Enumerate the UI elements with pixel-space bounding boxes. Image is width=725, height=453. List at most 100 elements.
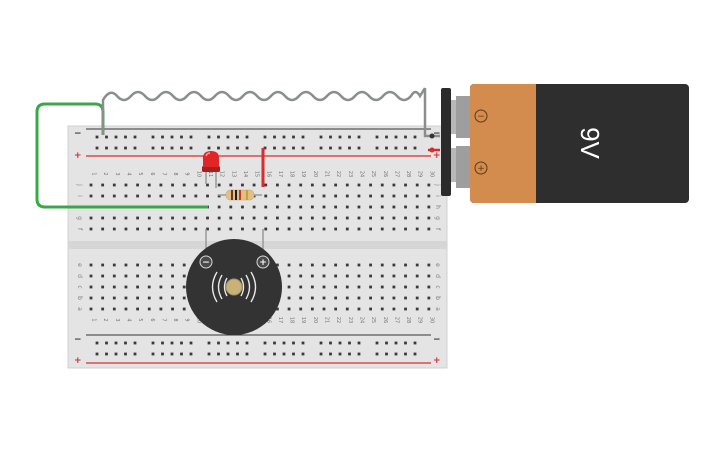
rail-hole[interactable] — [114, 146, 118, 150]
breadboard-hole[interactable] — [147, 216, 151, 220]
breadboard-hole[interactable] — [136, 216, 139, 220]
rail-hole[interactable] — [404, 341, 407, 345]
rail-hole[interactable] — [151, 135, 155, 139]
battery-negative-lead[interactable] — [101, 87, 427, 135]
rail-hole[interactable] — [217, 352, 220, 356]
breadboard-hole[interactable] — [415, 307, 419, 311]
rail-hole[interactable] — [404, 352, 407, 356]
breadboard-hole[interactable] — [194, 194, 198, 198]
breadboard-hole[interactable] — [357, 274, 361, 278]
breadboard-hole[interactable] — [124, 274, 128, 278]
rail-hole[interactable] — [207, 135, 211, 139]
breadboard-hole[interactable] — [357, 216, 361, 220]
breadboard-hole[interactable] — [310, 183, 314, 187]
rail-hole[interactable] — [273, 146, 276, 150]
rail-hole[interactable] — [282, 135, 286, 139]
breadboard-hole[interactable] — [136, 307, 139, 311]
breadboard-hole[interactable] — [322, 227, 326, 231]
breadboard-hole[interactable] — [182, 194, 186, 198]
breadboard-hole[interactable] — [404, 274, 407, 278]
breadboard-hole[interactable] — [89, 227, 93, 231]
breadboard-hole[interactable] — [334, 216, 338, 220]
rail-hole[interactable] — [375, 146, 379, 150]
rail-hole[interactable] — [348, 135, 351, 139]
breadboard-hole[interactable] — [287, 307, 291, 311]
breadboard-hole[interactable] — [392, 263, 396, 267]
breadboard-hole[interactable] — [427, 263, 431, 267]
breadboard-hole[interactable] — [159, 263, 163, 267]
breadboard-hole[interactable] — [299, 307, 303, 311]
breadboard-hole[interactable] — [427, 205, 431, 209]
rail-hole[interactable] — [180, 135, 183, 139]
breadboard-hole[interactable] — [334, 274, 338, 278]
breadboard-hole[interactable] — [369, 205, 372, 209]
rail-hole[interactable] — [357, 146, 361, 150]
breadboard-hole[interactable] — [322, 285, 326, 289]
rail-hole[interactable] — [95, 135, 99, 139]
rail-hole[interactable] — [245, 135, 249, 139]
rail-hole[interactable] — [236, 146, 239, 150]
breadboard-hole[interactable] — [427, 285, 431, 289]
breadboard-hole[interactable] — [124, 263, 128, 267]
breadboard-hole[interactable] — [147, 274, 151, 278]
rail-hole[interactable] — [105, 135, 108, 139]
rail-hole[interactable] — [329, 352, 332, 356]
rail-hole[interactable] — [404, 135, 407, 139]
breadboard-hole[interactable] — [287, 296, 291, 300]
breadboard-hole[interactable] — [334, 296, 338, 300]
breadboard-hole[interactable] — [112, 274, 116, 278]
breadboard-hole[interactable] — [276, 183, 279, 187]
rail-hole[interactable] — [319, 146, 323, 150]
breadboard-hole[interactable] — [89, 274, 93, 278]
breadboard-hole[interactable] — [182, 296, 186, 300]
breadboard-hole[interactable] — [415, 296, 419, 300]
breadboard-hole[interactable] — [392, 183, 396, 187]
rail-hole[interactable] — [301, 146, 305, 150]
breadboard-hole[interactable] — [159, 307, 163, 311]
breadboard-hole[interactable] — [415, 216, 419, 220]
rail-hole[interactable] — [161, 352, 164, 356]
rail-hole[interactable] — [319, 135, 323, 139]
breadboard-hole[interactable] — [415, 285, 419, 289]
rail-hole[interactable] — [413, 146, 417, 150]
breadboard-hole[interactable] — [101, 216, 105, 220]
breadboard-hole[interactable] — [112, 194, 116, 198]
breadboard-hole[interactable] — [404, 216, 407, 220]
rail-hole[interactable] — [217, 135, 220, 139]
breadboard-hole[interactable] — [310, 194, 314, 198]
breadboard-hole[interactable] — [287, 274, 291, 278]
breadboard-hole[interactable] — [357, 296, 361, 300]
rail-hole[interactable] — [217, 341, 220, 345]
breadboard-hole[interactable] — [287, 216, 291, 220]
breadboard-hole[interactable] — [357, 183, 361, 187]
breadboard-hole[interactable] — [415, 205, 419, 209]
breadboard-hole[interactable] — [147, 307, 151, 311]
breadboard-hole[interactable] — [171, 227, 174, 231]
rail-hole[interactable] — [207, 146, 211, 150]
breadboard-hole[interactable] — [322, 183, 326, 187]
breadboard-hole[interactable] — [147, 296, 151, 300]
breadboard-hole[interactable] — [369, 183, 372, 187]
breadboard-hole[interactable] — [217, 194, 221, 198]
breadboard-hole[interactable] — [322, 274, 326, 278]
breadboard-hole[interactable] — [287, 205, 291, 209]
breadboard-hole[interactable] — [124, 285, 128, 289]
breadboard-hole[interactable] — [380, 183, 384, 187]
breadboard-hole[interactable] — [89, 216, 93, 220]
breadboard-hole[interactable] — [380, 285, 384, 289]
rail-hole[interactable] — [207, 352, 211, 356]
breadboard-hole[interactable] — [241, 205, 244, 209]
breadboard-hole[interactable] — [124, 216, 128, 220]
breadboard-hole[interactable] — [369, 274, 372, 278]
breadboard-hole[interactable] — [287, 183, 291, 187]
breadboard-hole[interactable] — [357, 285, 361, 289]
breadboard-hole[interactable] — [369, 296, 372, 300]
breadboard-hole[interactable] — [322, 307, 326, 311]
rail-hole[interactable] — [385, 146, 388, 150]
rail-hole[interactable] — [180, 146, 183, 150]
rail-hole[interactable] — [394, 135, 398, 139]
breadboard-hole[interactable] — [404, 205, 407, 209]
breadboard-hole[interactable] — [171, 263, 174, 267]
rail-hole[interactable] — [180, 341, 183, 345]
breadboard-hole[interactable] — [136, 296, 139, 300]
